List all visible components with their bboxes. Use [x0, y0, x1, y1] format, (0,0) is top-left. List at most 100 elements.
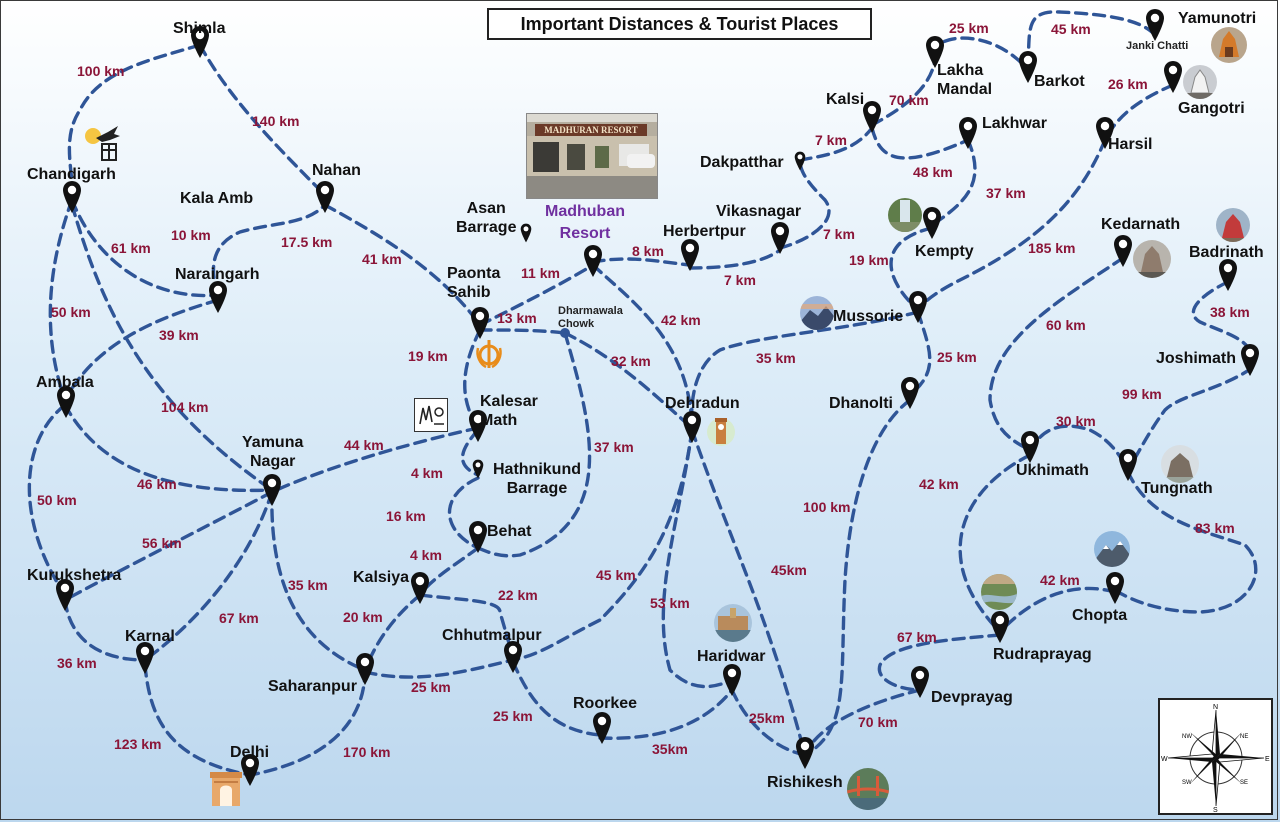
- map-pin-icon[interactable]: [1018, 50, 1038, 84]
- map-pin-icon[interactable]: [468, 409, 488, 443]
- map-pin-icon[interactable]: [722, 663, 742, 697]
- map-pin-icon[interactable]: [240, 753, 260, 787]
- distance-label: 67 km: [219, 610, 259, 626]
- map-pin-icon[interactable]: [900, 376, 920, 410]
- distance-label: 25 km: [937, 349, 977, 365]
- distance-label: 48 km: [913, 164, 953, 180]
- place-paonta-sahib: Paonta Sahib: [447, 265, 501, 301]
- route-dehradun-haridwar: [661, 428, 734, 689]
- map-pin-icon[interactable]: [682, 410, 702, 444]
- distance-label: 11 km: [521, 265, 560, 281]
- map-pin-icon[interactable]: [208, 280, 228, 314]
- map-pin-icon[interactable]: [315, 180, 335, 214]
- map-pin-icon[interactable]: [503, 640, 523, 674]
- route-barkot-jankichatti: [1026, 10, 1157, 67]
- river-icon: [714, 604, 752, 642]
- distance-label: 45 km: [596, 567, 636, 583]
- map-pin-icon[interactable]: [55, 578, 75, 612]
- route-chandigarh-ambala: [48, 198, 74, 402]
- distance-label: 42 km: [919, 476, 959, 492]
- route-paontasahib-dharmawala: [478, 328, 567, 335]
- map-pin-icon[interactable]: [262, 473, 282, 507]
- route-saharanpur-chhutmalpur: [363, 658, 515, 679]
- map-pin-icon[interactable]: [592, 711, 612, 745]
- distance-label: 39 km: [159, 327, 199, 343]
- distance-label: 50 km: [37, 492, 77, 508]
- route-rudraprayag-devprayag: [877, 633, 1002, 692]
- distance-label: 4 km: [411, 465, 443, 481]
- distance-label: 19 km: [408, 348, 448, 364]
- map-pin-icon[interactable]: [56, 385, 76, 419]
- map-pin-icon[interactable]: [1095, 116, 1115, 150]
- map-pin-icon[interactable]: [470, 306, 490, 340]
- map-pin-icon[interactable]: [925, 35, 945, 69]
- distance-label: 35 km: [288, 577, 328, 593]
- map-pin-icon[interactable]: [410, 571, 430, 605]
- map-pin-icon[interactable]: [190, 25, 210, 59]
- route-roorkee-haridwar: [598, 688, 734, 740]
- distance-label: 7 km: [724, 272, 756, 288]
- mountain-icon: [1094, 531, 1130, 567]
- map-pin-icon[interactable]: [795, 736, 815, 770]
- map-pin-icon[interactable]: [1145, 8, 1165, 42]
- map-pin-icon[interactable]: [908, 290, 928, 324]
- map-pin-icon[interactable]: [1105, 571, 1125, 605]
- place-chandigarh: Chandigarh: [27, 166, 116, 183]
- route-dakpatthar-kalsi: [798, 126, 874, 162]
- distance-label: 4 km: [410, 547, 442, 563]
- map-pin-icon[interactable]: [1113, 234, 1133, 268]
- map-pin-icon[interactable]: [1218, 258, 1238, 292]
- distance-label: 35km: [652, 741, 688, 757]
- temple-icon: [1133, 240, 1171, 278]
- map-pin-icon[interactable]: [770, 221, 790, 255]
- route-kalesar-yamunanagar: [270, 426, 480, 494]
- route-madhuban-herbertpur: [591, 257, 692, 267]
- route-behat-kalsiya: [418, 546, 480, 597]
- map-pin-icon[interactable]: [62, 180, 82, 214]
- distance-label: 41 km: [362, 251, 402, 267]
- distance-label: 123 km: [114, 736, 162, 752]
- route-kalsi-lakhamandal: [870, 58, 937, 127]
- map-pin-icon[interactable]: [680, 238, 700, 272]
- map-pin-icon[interactable]: [1020, 430, 1040, 464]
- route-tungnath-chopta: [1113, 470, 1258, 614]
- map-pin-icon[interactable]: [990, 610, 1010, 644]
- place-janki-chatti: Janki Chatti: [1126, 40, 1189, 52]
- place-joshimath: Joshimath: [1156, 350, 1237, 367]
- distance-label: 20 km: [343, 609, 383, 625]
- map-pin-icon[interactable]: [135, 641, 155, 675]
- map-pin-icon[interactable]: [862, 100, 882, 134]
- bird-logo-icon: [85, 126, 120, 161]
- place-hathnikund-barrage: Hathnikund Barrage: [493, 461, 581, 497]
- dharmawala-dot[interactable]: [560, 328, 570, 338]
- route-joshimath-tungnath: [1126, 366, 1254, 472]
- compass-sw: SW: [1182, 780, 1192, 786]
- compass-n: N: [1213, 704, 1218, 711]
- temple-icon: [1211, 27, 1247, 63]
- distance-label: 100 km: [803, 499, 851, 515]
- map-pin-icon[interactable]: [1240, 343, 1260, 377]
- map-pin-icon[interactable]: [468, 520, 488, 554]
- route-harsil-mussorie: [916, 138, 1107, 312]
- map-pin-icon[interactable]: [1163, 60, 1183, 94]
- map-pin-icon[interactable]: [922, 206, 942, 240]
- map-pin-icon[interactable]: [1118, 448, 1138, 482]
- place-kala-amb: Kala Amb: [180, 190, 254, 207]
- place-vikasnagar: Vikasnagar: [716, 203, 802, 220]
- clock-tower-icon: [707, 418, 735, 446]
- map-pin-icon[interactable]: [910, 665, 930, 699]
- map-pin-icon[interactable]: [472, 459, 484, 479]
- distance-label: 45 km: [1051, 21, 1091, 37]
- place-lakha-mandal: Lakha Mandal: [937, 62, 993, 98]
- map-pin-icon[interactable]: [958, 116, 978, 150]
- map-pin-icon[interactable]: [794, 151, 806, 171]
- map-pin-icon[interactable]: [355, 652, 375, 686]
- route-chopta-rudraprayag: [998, 586, 1117, 634]
- map-pin-icon[interactable]: [583, 244, 603, 278]
- distance-label: 7 km: [815, 132, 847, 148]
- distance-label: 32 km: [611, 353, 651, 369]
- distance-label: 19 km: [849, 252, 889, 268]
- distance-label: 70 km: [889, 92, 929, 108]
- map-pin-icon[interactable]: [520, 223, 532, 243]
- route-devprayag-rishikesh: [803, 688, 922, 757]
